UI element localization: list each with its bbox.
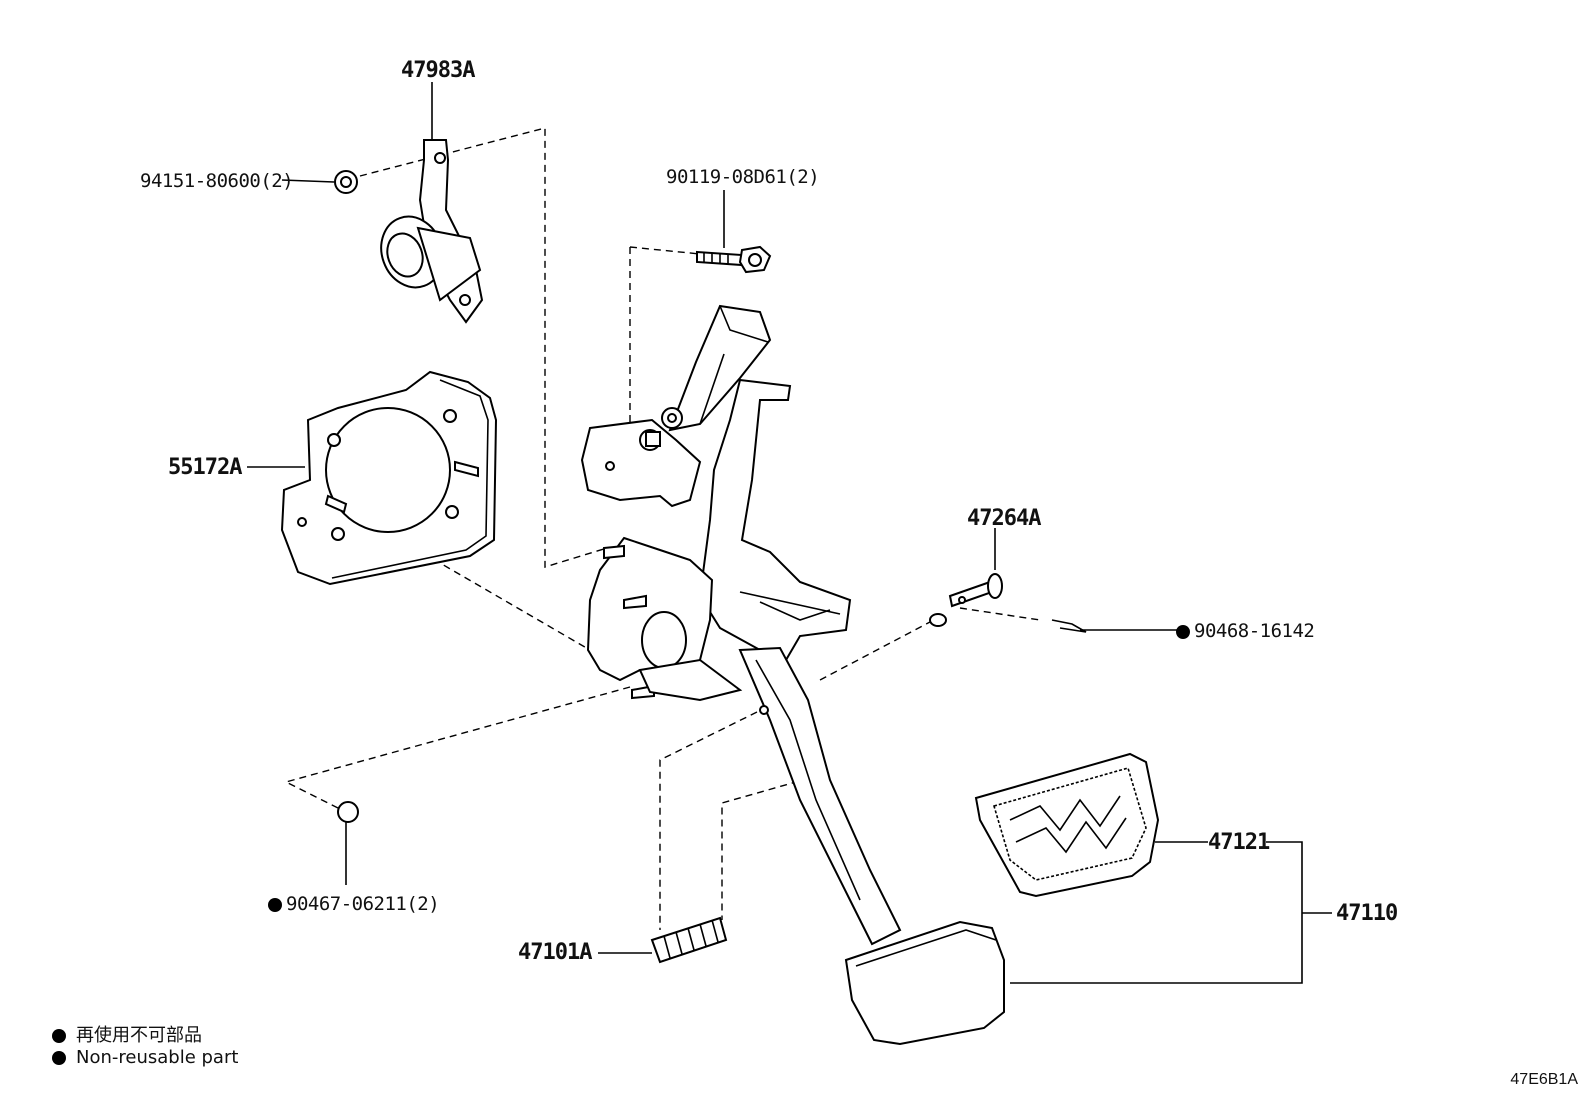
non-reusable-dot-icon (1176, 624, 1190, 639)
label-47264A: 47264A (967, 506, 1041, 531)
label-90467: 90467-06211(2) (268, 893, 440, 915)
legend-en: Non-reusable part (52, 1047, 238, 1068)
pedal-bracket (580, 304, 852, 702)
non-reusable-dot-icon (268, 897, 282, 912)
label-94151: 94151-80600(2) (140, 170, 294, 192)
pad-cover-47121 (974, 752, 1160, 898)
bolt-90119 (696, 245, 772, 274)
plate-55172A (280, 370, 498, 586)
stop-lamp-switch (380, 139, 484, 324)
legend-jp: 再使用不可部品 (52, 1021, 202, 1047)
pin-47264A (929, 573, 1003, 627)
non-reusable-dot-icon (52, 1029, 66, 1043)
label-90119: 90119-08D61(2) (666, 166, 820, 188)
label-47101A: 47101A (518, 940, 592, 965)
non-reusable-dot-icon (52, 1051, 66, 1065)
reference-code: 47E6B1A (1510, 1071, 1578, 1088)
pedal-pad (844, 920, 1005, 1046)
label-55172A: 55172A (168, 455, 242, 480)
pedal-arm (738, 646, 902, 946)
cushion-90467 (337, 801, 359, 823)
label-47121: 47121 (1208, 830, 1270, 855)
label-47983A: 47983A (401, 58, 475, 83)
label-90468: 90468-16142 (1176, 620, 1315, 642)
label-47110: 47110 (1336, 901, 1398, 926)
nut-94151 (334, 170, 358, 194)
clip-90468 (1051, 619, 1087, 633)
leader-lines (247, 82, 1332, 984)
spring-47101A (650, 916, 728, 964)
